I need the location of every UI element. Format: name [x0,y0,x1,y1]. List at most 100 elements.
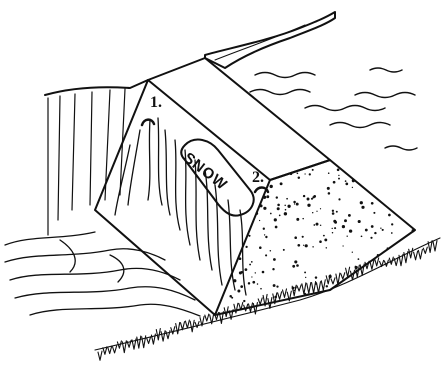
speckle-dot [290,173,292,175]
grass-tuft [176,323,180,334]
speckle-dot [348,214,351,217]
speckle-dot [298,177,300,179]
speckle-dot [270,213,272,215]
speckle-dot [283,249,285,251]
grass-tuft [171,327,175,334]
speckle-dot [233,279,236,282]
speckle-dot [293,201,296,204]
grass-tuft [127,340,131,347]
speckle-dot [304,173,305,174]
speckle-dot [338,175,339,176]
grass-tuft [409,248,413,258]
speckle-dot [303,195,305,197]
speckle-dot [319,240,322,243]
speckle-dot [347,236,348,237]
speckle-dot [338,178,340,180]
speckle-dot [309,173,311,175]
grass-tuft [113,346,117,353]
speckle-dot [245,246,247,248]
speckle-dot [332,212,335,215]
speckle-dot [286,198,288,200]
speckle-dot [373,212,375,214]
speckle-dot [312,196,314,198]
speckle-dot [243,300,245,302]
speckle-dot [255,272,256,273]
speckle-dot [316,211,317,212]
speckle-dot [332,228,333,229]
speckle-dot [333,181,336,184]
speckle-dot [313,224,315,226]
grass-tuft [307,283,311,294]
grass-tuft [278,292,282,299]
speckle-dot [252,281,255,284]
speckle-dot [345,180,347,182]
speckle-dot [352,179,355,182]
speckle-dot [361,206,364,209]
grass-tuft [98,351,102,360]
speckle-dot [380,228,381,229]
far-shoreline [205,12,335,68]
speckle-dot [387,247,389,249]
speckle-dot [360,201,363,204]
grass-tuft [258,298,262,304]
speckle-dot [294,236,297,239]
grass-tuft [161,331,165,341]
speckle-dot [272,268,274,270]
speckle-dot [306,293,307,294]
speckle-dot [285,209,287,211]
speckle-dot [296,218,299,221]
speckle-dot [259,220,260,221]
grass-tuft [156,329,160,340]
speckle-dot [323,235,325,237]
speckle-dot [304,271,306,273]
downstream-water [5,232,200,316]
speckle-dot [391,232,393,234]
speckle-dot [332,232,333,233]
grass-tuft [122,341,126,353]
speckle-dot [263,207,266,210]
speckle-dot [328,192,331,195]
speckle-dot [412,229,415,232]
speckle-dot [305,244,308,247]
speckle-dot [241,271,244,274]
speckle-dot [349,229,352,232]
speckle-dot [312,246,313,247]
speckle-dot [307,204,310,207]
grass-tuft [142,336,146,348]
speckle-dot [303,245,304,246]
speckle-dot [257,283,259,285]
speckle-dot [264,234,265,235]
speckle-dot [324,238,327,241]
grass-tuft [321,280,325,291]
speckle-dot [280,182,283,185]
speckle-dot [245,268,248,271]
speckle-dot [275,226,278,229]
speckle-dot [320,208,321,209]
speckle-dot [370,237,372,239]
speckle-dot [296,203,299,206]
speckle-dot [377,254,379,256]
speckle-dot [279,215,281,217]
grass-tuft [414,251,418,260]
speckle-dot [284,205,285,206]
speckle-dot [332,210,334,212]
speckle-dot [326,247,327,248]
grass-tuft [166,331,170,339]
speckle-dot [334,227,336,229]
grass-tuft [346,267,350,277]
speckle-dot [358,258,360,260]
marker-label-1: 1. [150,95,162,111]
speckle-dot [240,285,243,288]
grass-tuft [302,283,306,294]
grass-tuft [404,252,408,263]
speckle-dot [328,172,330,174]
speckle-dot [294,203,295,204]
speckle-dot [277,207,280,210]
speckle-dot [274,218,277,221]
speckle-dot [371,225,374,228]
speckle-dot [333,220,336,223]
grass-tuft [312,282,316,294]
speckle-dot [337,169,340,172]
speckle-dot [263,228,265,230]
speckle-dot [270,185,273,188]
